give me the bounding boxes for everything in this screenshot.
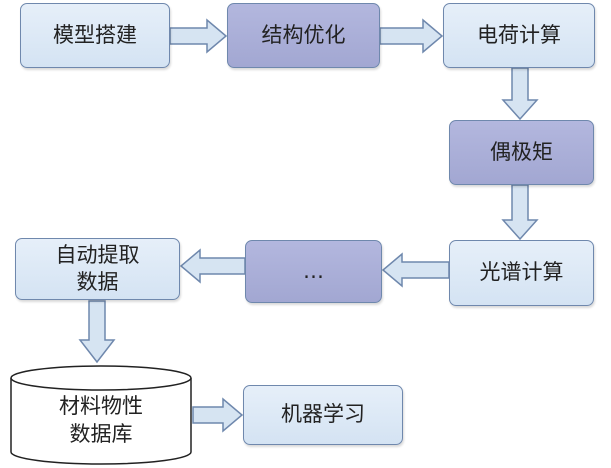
node-machine-learning: 机器学习 (243, 385, 403, 445)
node-spectrum-calculation: 光谱计算 (449, 240, 594, 306)
node-model-build: 模型搭建 (20, 3, 170, 68)
node-ellipsis: … (245, 240, 382, 303)
node-dipole-moment: 偶极矩 (449, 120, 594, 185)
arrow-database-to-ml (192, 397, 244, 433)
database-line2: 数据库 (69, 422, 133, 447)
arrow-model-to-structure (169, 18, 228, 54)
auto-extract-line1: 自动提取 (55, 242, 140, 267)
database-line1: 材料物性 (59, 394, 143, 418)
node-structure-optimization: 结构优化 (227, 3, 380, 68)
arrow-dipole-to-spectrum (501, 184, 539, 241)
arrow-extract-to-database (78, 300, 116, 364)
arrow-structure-to-charge (379, 18, 444, 54)
database-cylinder (10, 365, 192, 465)
arrow-spectrum-to-ellipsis (381, 252, 450, 288)
arrow-charge-to-dipole (501, 67, 539, 121)
auto-extract-line2: 数据 (76, 270, 119, 294)
node-charge-calculation: 电荷计算 (443, 3, 595, 68)
node-material-database: 材料物性 数据库 (10, 392, 192, 449)
arrow-ellipsis-to-extract (179, 248, 246, 284)
node-auto-extract-data: 自动提取 数据 (15, 238, 180, 300)
